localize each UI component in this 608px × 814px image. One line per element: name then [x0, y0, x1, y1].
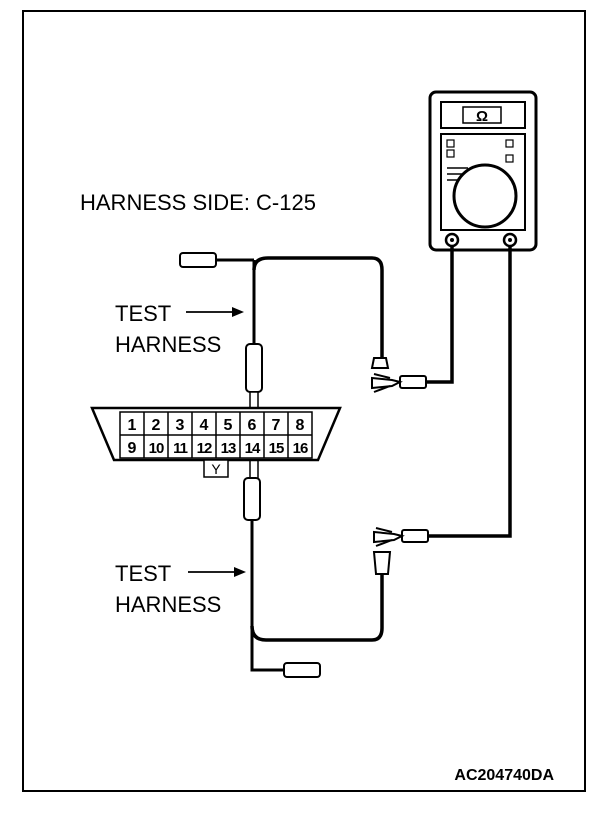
connector-pin-12: 12	[197, 440, 212, 457]
test-harness-upper-line2: HARNESS	[115, 332, 221, 357]
arrow-icon	[186, 307, 244, 317]
connector-pin-15: 15	[269, 440, 284, 457]
probe-clip-icon	[370, 357, 427, 393]
connector-pin-9: 9	[128, 440, 137, 457]
connector-pin-1: 1	[128, 417, 137, 434]
connector-pin-5: 5	[224, 417, 233, 434]
ohmmeter-icon: Ω	[428, 90, 538, 252]
connector-pin-3: 3	[176, 417, 185, 434]
connector-pin-13: 13	[221, 440, 236, 457]
arrow-icon	[188, 567, 246, 577]
test-harness-lower-line1: TEST	[115, 561, 171, 586]
connector-pin-14: 14	[245, 440, 261, 457]
probe-clip-icon	[372, 527, 429, 575]
meter-lead-lower	[428, 246, 512, 538]
connector-pin-11: 11	[173, 440, 188, 457]
harness-side-label: HARNESS SIDE: C-125	[80, 190, 316, 215]
test-harness-plug-icon	[179, 252, 217, 268]
wire-color-label: Y	[211, 461, 221, 477]
ohm-symbol: Ω	[476, 108, 488, 125]
test-harness-lower-line2: HARNESS	[115, 592, 221, 617]
test-harness-plug-icon	[245, 343, 263, 413]
connector-pin-16: 16	[293, 440, 308, 457]
connector-pin-10: 10	[149, 440, 164, 457]
connector-pin-6: 6	[248, 417, 257, 434]
figure-code: AC204740DA	[454, 767, 554, 784]
meter-lead-upper	[426, 246, 454, 384]
connector-pin-2: 2	[152, 417, 161, 434]
test-harness-plug-icon	[283, 662, 321, 678]
test-harness-plug-icon	[243, 457, 261, 521]
test-harness-upper-line1: TEST	[115, 301, 171, 326]
connector-pin-8: 8	[296, 417, 305, 434]
connector-pin-7: 7	[272, 417, 281, 434]
wire-color-tag: Y	[203, 459, 229, 478]
connector-pin-4: 4	[200, 417, 209, 434]
diagram-frame	[22, 10, 586, 792]
